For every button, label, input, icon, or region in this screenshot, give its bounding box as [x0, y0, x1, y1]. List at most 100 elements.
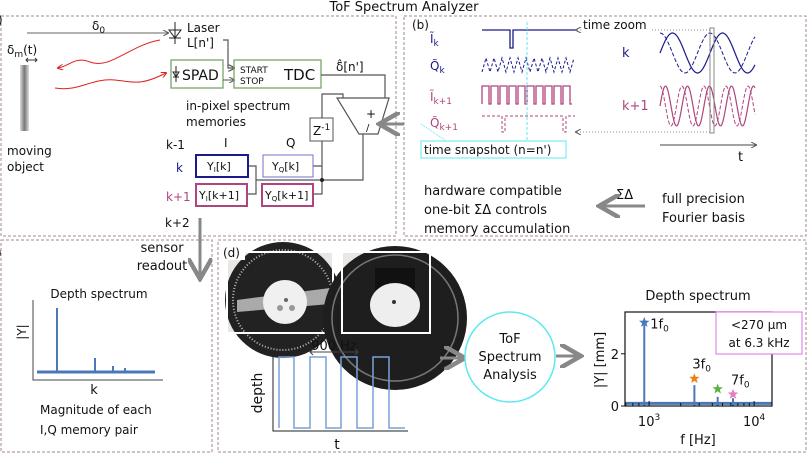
row-label-k2: k+2 [165, 216, 190, 230]
cosine-k [659, 32, 756, 74]
waveform-q-k [481, 56, 575, 74]
x-tick-label: 104 [743, 413, 766, 430]
memory-yi-k [195, 154, 249, 178]
tdc-block [233, 59, 322, 89]
spectrum-peaks [56, 308, 126, 372]
panel-d-label-bg [221, 245, 245, 260]
hw-text-1: hardware compatible [424, 184, 562, 199]
peak-label: 7f0 [731, 373, 750, 390]
sensor-readout-text-2: readout [137, 259, 188, 274]
signal-q-k: Q̃k [430, 59, 445, 76]
full-precision-text-1: full precision [662, 192, 745, 207]
adder-minus: / [366, 123, 370, 134]
memory-bus-wires [247, 134, 364, 195]
panel-b-label: (b) [412, 18, 429, 32]
moving-object [20, 65, 29, 131]
snapshot-pointer [420, 123, 446, 141]
delay-label: Z-1 [313, 123, 330, 138]
panel-c-title: Depth spectrum [50, 287, 147, 301]
chart-xlabel: f [Hz] [680, 433, 715, 448]
delta-m-label: δm(t) [7, 43, 37, 60]
panel-d-content: (d) 900 Hz depth t ToF Spectrum Analysis [221, 242, 578, 453]
waveform-i-k [482, 29, 575, 49]
memory-yi-k1 [195, 183, 248, 207]
stop-label: STOP [240, 77, 264, 87]
tof-analysis-circle [464, 311, 556, 403]
delta-hat-label: δ̂[n'] [336, 58, 364, 74]
sine-k1-label: k+1 [622, 99, 649, 114]
cosine-k1 [659, 85, 756, 127]
signal-i-k: Ĩk [429, 31, 440, 49]
memory-yq-k1 [261, 183, 314, 207]
sensor-readout-text-1: sensor [140, 241, 184, 256]
photo-rotating-disk [225, 242, 341, 358]
memory-yq-k-label: YQ[k] [271, 160, 299, 174]
panel-c-ylabel: |Y| [15, 324, 29, 339]
signal-q-k1: Q̃k+1 [430, 116, 458, 133]
time-axis-label: t [738, 150, 743, 165]
depth-ylabel: depth [250, 373, 266, 414]
peak-star-marker [712, 383, 723, 394]
panel-b [403, 15, 807, 237]
col-label-q: Q [286, 136, 295, 150]
peak-label: 1f0 [650, 317, 669, 334]
annotation-text-2: at 6.3 kHz [728, 336, 789, 350]
depth-xlabel: t [334, 437, 340, 453]
peak-label: 3f0 [692, 358, 711, 375]
panel-c-label: ) [0, 246, 2, 260]
laser-to-start-wire [223, 39, 234, 68]
panel-c-content: ) sensor readout Depth spectrum |Y| k Ma… [0, 241, 187, 437]
adder-block [335, 97, 390, 135]
chart-title: Depth spectrum [645, 289, 750, 304]
chart-ylabel: |Y| [mm] [593, 332, 608, 388]
incident-light-wave [54, 73, 166, 90]
annotation-box [715, 311, 803, 355]
panel-c-caption-1: Magnitude of each [40, 403, 152, 417]
frequency-label: 900 Hz [311, 339, 357, 354]
adder-to-delay-wire [321, 93, 344, 118]
memory-yq-k [262, 154, 314, 178]
zoom-window [709, 27, 715, 134]
y-tick-label: 2 [611, 348, 619, 363]
depth-spectrum-chart: Depth spectrum |Y| [mm] f [Hz] 0 2 103 104 1… [593, 289, 803, 448]
reflected-light-wave [58, 39, 161, 68]
row-label-k-1: k-1 [166, 138, 185, 152]
hw-text-2: one-bit ΣΔ controls [424, 203, 547, 218]
laser-diode-icon [168, 22, 182, 44]
memories-label-1: in-pixel spectrum [186, 99, 290, 113]
y-tick-label: 0 [611, 400, 619, 415]
panel-d-label: (d) [223, 246, 240, 260]
row-label-k1: k+1 [166, 190, 191, 204]
row-label-k: k [176, 161, 183, 175]
photo-disk-side [323, 246, 467, 390]
x-tick-label: 103 [638, 413, 660, 430]
laser-label: Laser [187, 21, 220, 35]
tdc-label: TDC [283, 66, 315, 84]
time-snapshot-label: time snapshot (n=n') [424, 143, 551, 157]
annotation-text-1: <270 μm [731, 318, 787, 332]
full-precision-text-2: Fourier basis [662, 211, 745, 226]
object-label-2: object [7, 160, 44, 174]
panel-c [0, 239, 213, 453]
sine-k-label: k [622, 46, 630, 61]
depth-square-wave [278, 356, 405, 429]
peak-star-marker [689, 373, 700, 383]
laser-signal-label: L[n'] [187, 36, 214, 50]
junction-dot [320, 178, 324, 182]
spad-block [170, 59, 224, 89]
peak-star-marker [639, 316, 650, 327]
panel-a-label: ) [0, 13, 3, 27]
period-arrow [309, 348, 359, 356]
panel-c-xlabel: k [90, 383, 98, 398]
analysis-text-2: Spectrum [479, 350, 542, 365]
time-zoom-bg [583, 18, 651, 32]
adder-plus: + [366, 107, 376, 121]
figure-title: ToF Spectrum Analyzer [329, 0, 480, 15]
panel-c-caption-2: I,Q memory pair [40, 423, 138, 437]
spad-label: SPAD [182, 68, 219, 84]
peak-star-marker [727, 388, 739, 399]
memories-label-2: memories [186, 115, 246, 129]
chart-frame [624, 311, 773, 407]
panel-b-content: (b) Ĩk Q̃k Ĩk+1 Q̃k+1 time zoom time sna… [412, 18, 756, 237]
